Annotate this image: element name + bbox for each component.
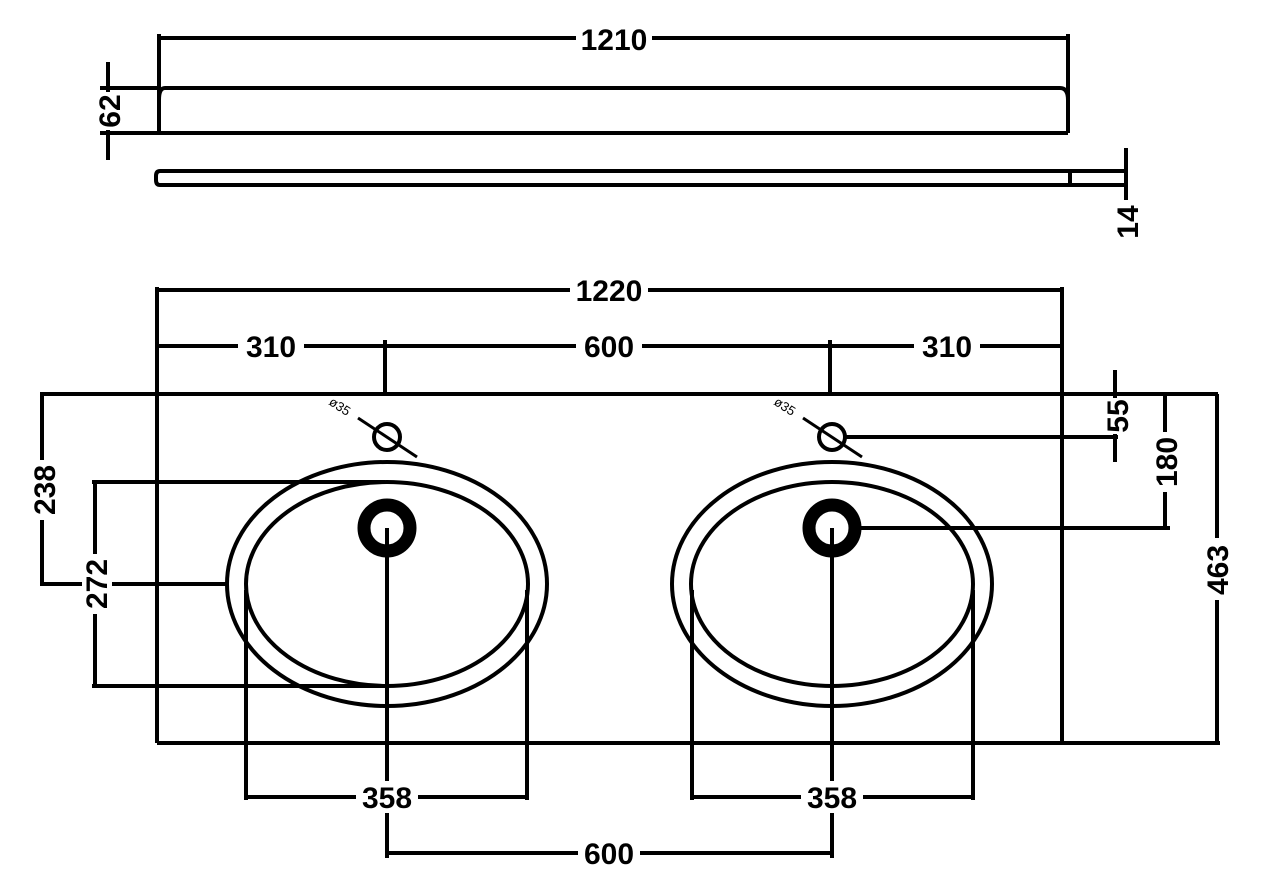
dim-label-1220: 1220 [576,275,643,308]
dim-label-1210: 1210 [581,24,648,57]
dim-label-238: 238 [29,465,62,515]
dim-label-55: 55 [1102,399,1135,432]
dim-label-14: 14 [1112,205,1145,239]
tap-hole-icon [372,422,402,452]
top-elevation: 1210 62 [94,22,1070,160]
dim-label-180: 180 [1151,437,1184,487]
plan-view: 1220 310 600 310 ø35 ø35 55 180 [29,274,1235,871]
dim-label-600-top: 600 [584,331,634,364]
dim-label-358-right: 358 [807,782,857,815]
dim-label-600-bottom: 600 [584,838,634,871]
tap-hole-label-left: ø35 [326,394,353,419]
dim-label-358-left: 358 [362,782,412,815]
tap-hole-label-right: ø35 [771,394,798,419]
dim-label-463: 463 [1202,545,1235,595]
side-elevation: 14 [154,148,1145,239]
dim-label-272: 272 [81,559,114,609]
dim-label-310-right: 310 [922,331,972,364]
dim-label-62: 62 [94,94,127,127]
dim-label-310-left: 310 [246,331,296,364]
